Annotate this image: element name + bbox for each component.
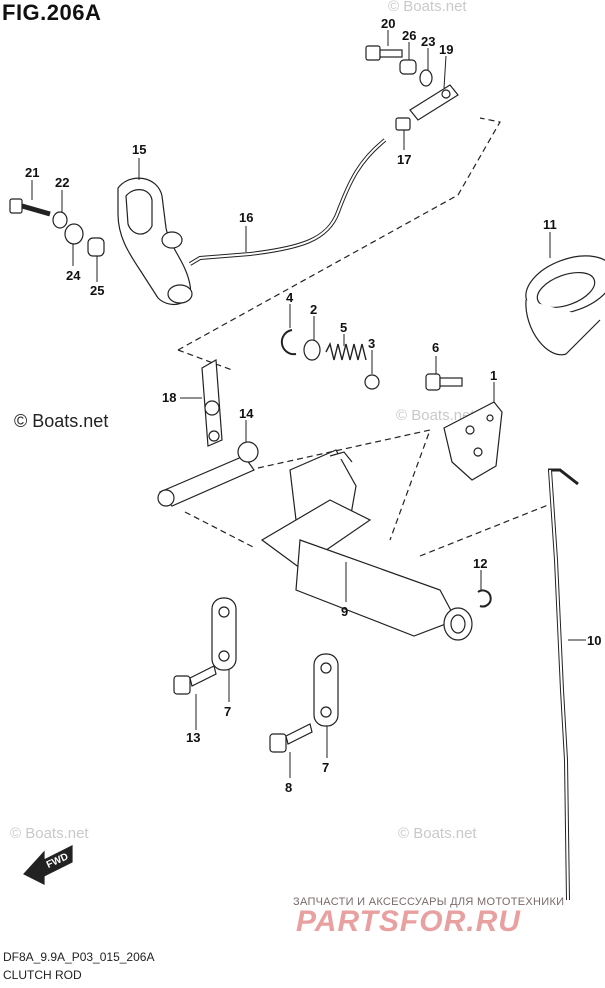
callout-1: 1	[490, 368, 497, 383]
collar-part-25	[87, 237, 105, 257]
callout-3: 3	[368, 336, 375, 351]
callout-19: 19	[439, 42, 453, 57]
watermark-boats-left: © Boats.net	[14, 411, 109, 431]
rod-end-part-19	[409, 84, 459, 121]
arm-part-14	[157, 441, 259, 507]
callout-8: 8	[285, 780, 292, 795]
bracket-part-1	[443, 401, 503, 481]
bolt-part-21	[9, 198, 51, 217]
shop-tagline: ЗАПЧАСТИ И АКСЕССУАРЫ ДЛЯ МОТОТЕХНИКИ	[293, 896, 565, 908]
rod-part-16	[188, 138, 387, 266]
figure-code: DF8A_9.9A_P03_015_206A	[3, 950, 155, 964]
callout-4: 4	[286, 290, 294, 305]
callout-16: 16	[239, 210, 253, 225]
leader-lines	[31, 30, 586, 778]
callout-26: 26	[402, 28, 416, 43]
callout-25: 25	[90, 283, 104, 298]
callout-24: 24	[66, 268, 81, 283]
ring-part-24	[64, 223, 84, 245]
callout-14: 14	[239, 406, 254, 421]
fwd-arrow-icon	[23, 845, 73, 885]
callout-5: 5	[340, 320, 347, 335]
callout-10: 10	[587, 633, 601, 648]
guide-line-left-lower	[184, 511, 256, 549]
guide-line-right	[419, 504, 549, 557]
callout-6: 6	[432, 340, 439, 355]
callout-12: 12	[473, 556, 487, 571]
callout-15: 15	[132, 142, 146, 157]
watermark-mid-right: © Boats.net	[396, 407, 475, 424]
figure-caption: CLUTCH ROD	[3, 968, 82, 982]
bolt-part-20	[365, 45, 403, 61]
clip-part-4	[280, 329, 297, 356]
callout-23: 23	[421, 34, 435, 49]
lever-part-15	[117, 177, 193, 306]
guide-line-mid	[257, 429, 431, 541]
watermark-top: © Boats.net	[388, 0, 467, 15]
clip-part-12	[477, 589, 492, 608]
callout-20: 20	[381, 16, 395, 31]
washer-part-2	[303, 339, 321, 361]
ball-part-3	[364, 374, 380, 390]
bolt-part-6	[425, 373, 463, 391]
callout-7a: 7	[224, 704, 231, 719]
link-part-18	[201, 359, 223, 447]
callout-2: 2	[310, 302, 317, 317]
plate-part-7b	[313, 653, 339, 727]
bolt-part-13	[173, 665, 217, 695]
callout-11: 11	[543, 217, 557, 232]
callout-18: 18	[162, 390, 176, 405]
nut-part-17	[395, 117, 411, 131]
washer-part-23	[419, 69, 433, 87]
callout-13: 13	[186, 730, 200, 745]
callout-9: 9	[341, 604, 348, 619]
guide-line-upper	[177, 117, 501, 351]
grommet-part-11	[525, 255, 605, 356]
watermark-bottom-right: © Boats.net	[398, 825, 477, 842]
callout-7b: 7	[322, 760, 329, 775]
collar-part-26	[399, 59, 417, 75]
spring-part-5	[325, 341, 367, 361]
callout-17: 17	[397, 152, 411, 167]
callout-21: 21	[25, 165, 39, 180]
bolt-part-8	[269, 723, 313, 753]
washer-part-22	[52, 211, 68, 229]
plate-part-7a	[211, 597, 237, 671]
shaft-part-9	[260, 449, 473, 641]
rod-part-10	[548, 468, 579, 901]
watermark-bottom-left: © Boats.net	[10, 825, 89, 842]
shop-logo: PARTSFOR.RU	[296, 905, 521, 938]
figure-title: FIG.206A	[2, 0, 102, 25]
callout-22: 22	[55, 175, 69, 190]
